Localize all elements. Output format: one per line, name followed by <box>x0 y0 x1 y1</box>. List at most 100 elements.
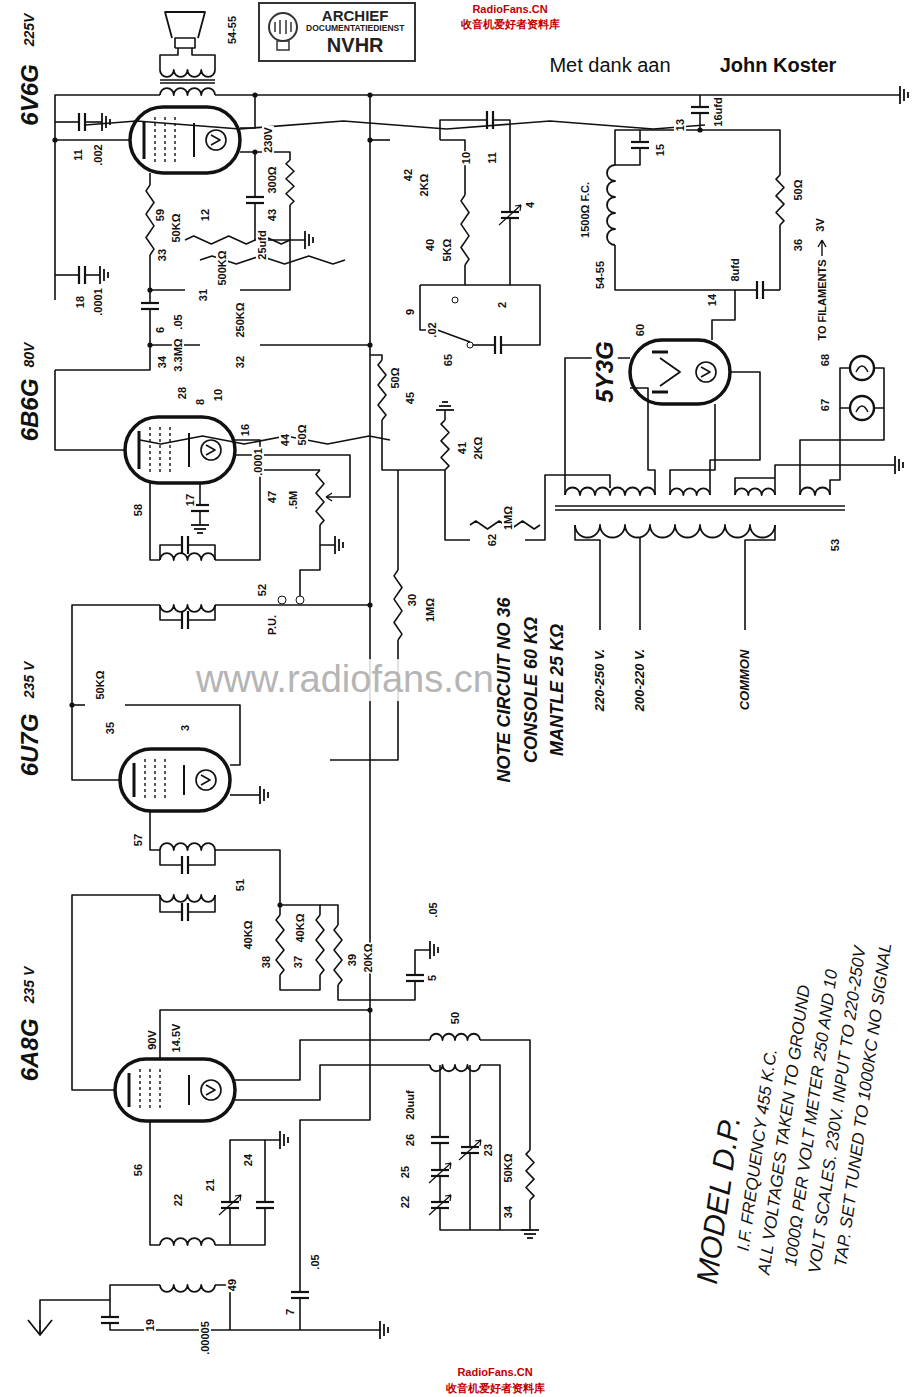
wire <box>160 605 182 620</box>
callout-number: 65 <box>442 353 454 367</box>
wire <box>830 408 840 495</box>
wire <box>415 950 430 975</box>
callout-number: 3.3MΩ <box>172 337 184 372</box>
coil-symbol <box>160 70 215 77</box>
ground-symbol <box>437 947 439 953</box>
callout-number: 20KΩ <box>362 943 374 974</box>
callout-number: .05 <box>427 901 439 918</box>
junction-dot <box>697 127 702 132</box>
wire <box>240 205 290 290</box>
pilot-lamp <box>850 396 874 420</box>
ground-symbol <box>907 92 909 98</box>
junction-dot <box>69 702 74 707</box>
callout-number: 24 <box>242 1153 254 1167</box>
wire <box>439 1065 441 1137</box>
wire <box>230 794 260 796</box>
plate-symbol <box>133 763 136 797</box>
callout-number: 12 <box>199 208 211 222</box>
ground-symbol <box>259 786 261 804</box>
wire <box>215 1208 265 1245</box>
wire <box>150 1121 160 1245</box>
wire <box>874 368 884 408</box>
wire <box>670 404 715 495</box>
callout-number: .02 <box>426 321 438 338</box>
wire <box>480 1065 530 1230</box>
capacitor-symbol <box>406 980 424 982</box>
callout-number: 14 <box>706 293 718 307</box>
stamp-icon-base <box>275 20 291 50</box>
callout-number: 14.5V <box>170 1023 182 1054</box>
callout-number: 16ufd <box>712 96 724 127</box>
resistor-symbol <box>776 175 784 225</box>
callout-number: .5M <box>287 490 299 510</box>
resistor-symbol <box>526 1150 534 1200</box>
callout-number: 47 <box>266 490 278 504</box>
wire <box>469 1065 471 1147</box>
tube-envelope <box>120 749 230 811</box>
callout-number: .00005 <box>199 1320 211 1356</box>
wire <box>40 1285 160 1320</box>
antenna-symbol <box>28 1320 52 1335</box>
credit-text: John Koster <box>719 54 838 76</box>
ground-symbol <box>304 231 306 249</box>
callout-number: 32 <box>234 355 246 369</box>
coil-symbol <box>735 488 775 495</box>
speaker-symbol <box>165 12 205 38</box>
wire <box>192 48 215 70</box>
callout-number: 62 <box>486 533 498 547</box>
callout-number: 53 <box>829 538 841 552</box>
ground-symbol <box>312 237 314 243</box>
wire <box>260 469 320 471</box>
capacitor-symbol <box>256 1207 274 1209</box>
callout-number: 50KΩ <box>170 213 182 244</box>
wire <box>55 121 79 123</box>
callout-number: 67 <box>819 398 831 412</box>
wire <box>55 139 130 141</box>
callout-number: 31 <box>197 288 209 302</box>
callout-number: 15 <box>654 143 666 157</box>
wire <box>420 265 465 285</box>
capacitor-symbol <box>461 1146 479 1148</box>
callout-number: .05 <box>309 1253 321 1270</box>
grid-symbol <box>154 117 155 163</box>
lamp-filament <box>856 366 868 372</box>
callout-number: 3V <box>814 217 826 232</box>
callout-number: 37 <box>292 955 304 969</box>
grid-symbol <box>169 427 170 473</box>
wire <box>160 1010 370 1059</box>
ground-symbol <box>383 1324 385 1336</box>
switch-contact <box>467 342 473 348</box>
heater-symbol <box>206 1085 215 1095</box>
plate-symbol <box>143 121 146 159</box>
ground-symbol <box>338 539 340 551</box>
wire <box>320 905 338 925</box>
callout-number: 22 <box>172 1193 184 1207</box>
junction-dot <box>367 602 372 607</box>
wire <box>55 309 150 370</box>
callout-number: 57 <box>132 833 144 847</box>
callout-number: 38 <box>260 955 272 969</box>
filament-symbol <box>660 358 680 386</box>
wire <box>699 95 701 107</box>
heater-symbol <box>201 1080 221 1100</box>
tube-type: 6B6G <box>17 378 43 443</box>
credit-text: Met dank aan <box>548 54 671 76</box>
wire <box>55 95 160 300</box>
callout-number: 50Ω <box>792 178 804 201</box>
callout-number: 11 <box>486 151 498 165</box>
callout-number: 54-55 <box>226 15 238 45</box>
resistor-symbol <box>286 160 294 205</box>
ground-symbol <box>101 113 103 131</box>
wire <box>55 370 125 450</box>
heater-symbol <box>201 440 221 460</box>
heater-symbol <box>206 130 226 150</box>
coil-symbol <box>160 1285 215 1292</box>
watermark: www.radiofans.cn <box>195 659 495 701</box>
wire <box>444 410 446 420</box>
callout-number: .002 <box>92 143 104 166</box>
resistor-symbol <box>441 420 449 470</box>
tube-envelope <box>115 1059 235 1121</box>
wire <box>615 245 735 290</box>
wire <box>150 289 185 291</box>
callout-number: 40KΩ <box>294 913 306 944</box>
